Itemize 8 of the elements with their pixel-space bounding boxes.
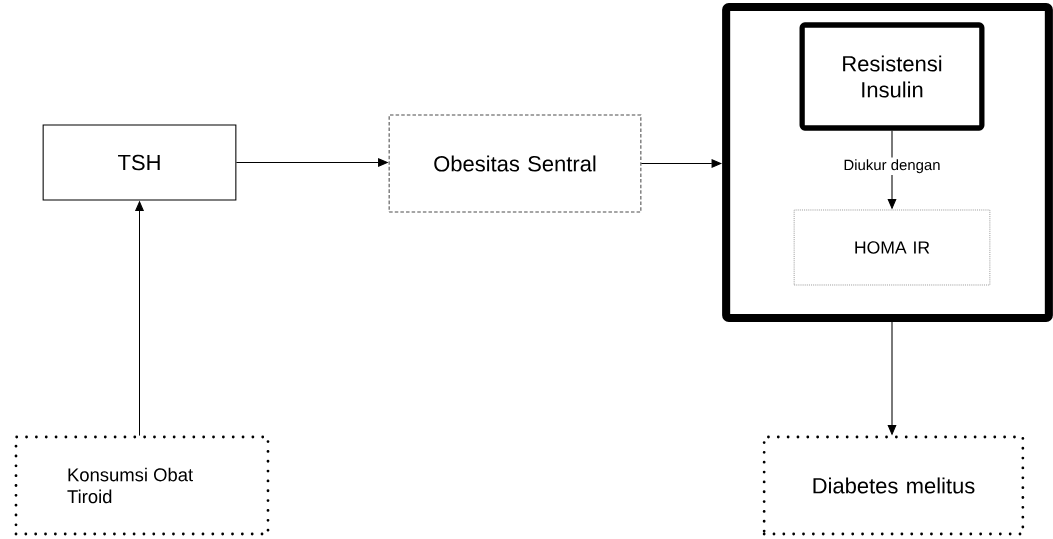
group-box <box>722 2 1053 323</box>
process-box: Obesitas Sentral <box>388 114 642 213</box>
edge-label: Diukur dengan <box>844 159 940 174</box>
process-box: HOMA IR <box>793 209 991 286</box>
process-box: TSH <box>42 124 237 201</box>
process-box: Diabetes melitus <box>762 435 1025 536</box>
process-box: Konsumsi Obat Tiroid <box>14 435 270 536</box>
process-box: Resistensi Insulin <box>799 22 985 131</box>
